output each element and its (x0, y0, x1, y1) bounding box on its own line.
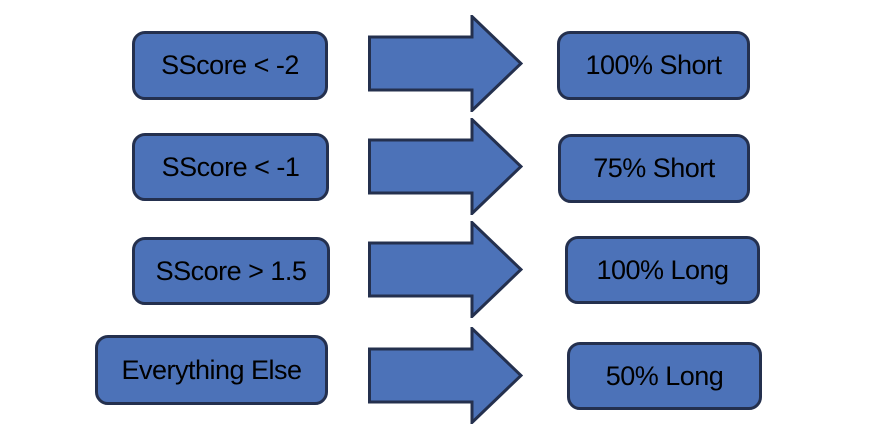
right-arrow-icon (368, 118, 523, 215)
right-arrow-icon (368, 15, 523, 112)
condition-box: SScore < -1 (132, 133, 329, 201)
right-arrow-icon (368, 221, 523, 318)
condition-box: SScore < -2 (132, 31, 328, 100)
condition-box: Everything Else (95, 335, 328, 405)
outcome-box: 100% Short (557, 31, 750, 100)
right-arrow-icon (368, 327, 523, 424)
outcome-box: 50% Long (567, 342, 762, 410)
condition-box: SScore > 1.5 (132, 237, 330, 305)
outcome-box: 75% Short (558, 134, 750, 203)
outcome-box: 100% Long (565, 236, 760, 304)
